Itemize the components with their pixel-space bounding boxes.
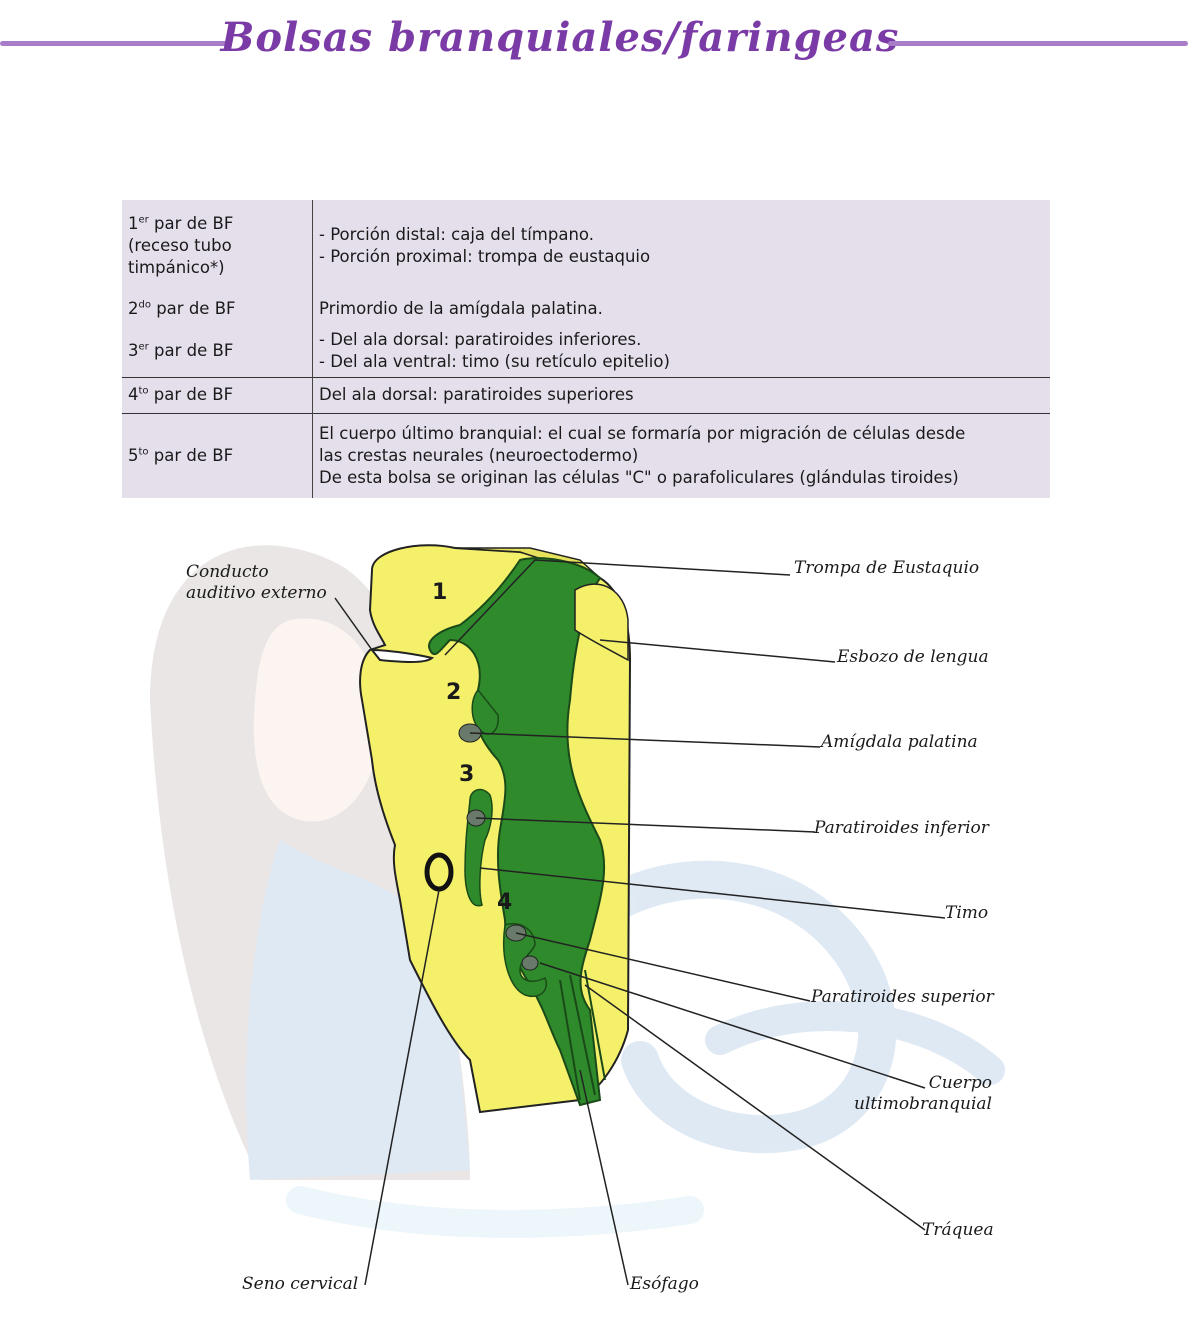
pair-cell: 5to par de BF	[122, 412, 313, 498]
label-seno-cervical: Seno cervical	[242, 1274, 359, 1294]
derivative-line: las crestas neurales (neuroectodermo)	[319, 445, 639, 465]
derivative-line: Primordio de la amígdala palatina.	[319, 298, 603, 318]
leader-esbozo	[599, 639, 836, 663]
derivative-line: - Del ala ventral: timo (su retículo epi…	[319, 351, 670, 371]
watermark-letter-shape	[601, 860, 897, 1154]
pouch-4-extension	[502, 923, 547, 997]
pouch-number-4: 4	[497, 890, 513, 915]
pair-text: par de BF	[148, 445, 234, 465]
pair-cell: 2do par de BF	[122, 293, 313, 325]
leader-esofago	[579, 1069, 629, 1286]
pair-label: 4to par de BF	[128, 384, 306, 406]
label-conducto-line-1: Conducto	[186, 562, 269, 582]
leader-timo	[479, 867, 946, 919]
pair-number: 2	[128, 298, 139, 318]
pouch-number-3: 3	[459, 762, 475, 787]
derivative-line: - Del ala dorsal: paratiroides inferiore…	[319, 329, 642, 349]
pouch-number-2: 2	[446, 680, 462, 705]
label-conducto-line-2: auditivo externo	[186, 583, 327, 603]
pair-note: timpánico*)	[128, 258, 225, 278]
leader-paratiroides-sup	[515, 932, 811, 1002]
label-trompa-de-eustaquio: Trompa de Eustaquio	[794, 558, 980, 578]
label-esbozo-de-lengua: Esbozo de lengua	[837, 647, 989, 667]
label-amigdala-palatina: Amígdala palatina	[821, 732, 978, 752]
label-paratiroides-superior: Paratiroides superior	[811, 987, 994, 1007]
watermark-wash-shape	[286, 1186, 704, 1238]
pair-note: (receso tubo	[128, 236, 232, 256]
title-rule-right	[888, 41, 1188, 46]
label-cuerpo-line-2: ultimobranquial	[854, 1094, 992, 1114]
leader-trompa	[444, 559, 791, 656]
table-row: 3er par de BF - Del ala dorsal: paratiroi…	[122, 324, 1050, 378]
pouch-number-1: 1	[432, 580, 448, 605]
pair-number: 4	[128, 385, 139, 405]
cervical-sinus	[424, 852, 454, 892]
derivative-line: - Porción proximal: trompa de eustaquio	[319, 247, 651, 267]
watermark-face-shape	[253, 618, 380, 822]
pair-label: 3er par de BF	[128, 340, 306, 362]
pair-text: par de BF	[148, 340, 234, 360]
derivative-cell: - Del ala dorsal: paratiroides inferiore…	[312, 324, 1050, 378]
pair-cell: 4to par de BF	[122, 376, 313, 414]
pair-ordinal-suffix: er	[138, 341, 149, 353]
derivative-line: El cuerpo último branquial: el cual se f…	[319, 423, 966, 443]
pair-number: 5	[128, 445, 139, 465]
table-row: 5to par de BF El cuerpo último branquial:…	[122, 412, 1050, 498]
label-esofago: Esófago	[630, 1274, 699, 1294]
leader-paratiroides-inf	[475, 817, 816, 833]
leader-cuerpo	[539, 962, 926, 1089]
pair-label: 5to par de BF	[128, 445, 306, 467]
pair-ordinal-suffix: er	[138, 214, 149, 226]
derivative-cell: El cuerpo último branquial: el cual se f…	[312, 412, 1050, 498]
leader-conducto	[334, 597, 373, 651]
derivative-line: De esta bolsa se originan las células "C…	[319, 467, 959, 487]
esophagus-folds	[559, 969, 606, 1101]
derivative-cell: - Porción distal: caja del tímpano.- Por…	[312, 200, 1050, 293]
leader-traquea	[584, 984, 926, 1231]
pair-text: par de BF	[148, 214, 234, 234]
pair-label: 1er par de BF	[128, 213, 306, 235]
page-title: Bolsas branquiales/faringeas	[220, 14, 900, 61]
label-traquea: Tráquea	[922, 1220, 994, 1240]
derivative-cell: Del ala dorsal: paratiroides superiores	[312, 376, 1050, 414]
label-conducto-auditivo-externo: Conducto auditivo externo	[186, 562, 327, 604]
pair-ordinal-suffix: do	[138, 299, 151, 311]
pair-text: par de BF	[148, 385, 234, 405]
pair-ordinal-suffix: to	[138, 385, 149, 397]
pair-number: 1	[128, 214, 139, 234]
title-rule-left	[0, 41, 230, 46]
derivative-cell: Primordio de la amígdala palatina.	[312, 292, 1050, 325]
pair-label: 2do par de BF	[128, 298, 306, 320]
watermark-letter-shape-2	[705, 1001, 1005, 1085]
table-row: 4to par de BF Del ala dorsal: paratiroide…	[122, 376, 1050, 414]
ear-canal	[369, 648, 435, 663]
ultimobranchial-spot	[521, 955, 539, 971]
leader-amigdala	[469, 732, 821, 748]
derivative-line: - Porción distal: caja del tímpano.	[319, 225, 594, 245]
pair-cell: 3er par de BF	[122, 325, 313, 377]
label-cuerpo-ultimobranquial: Cuerpo ultimobranquial	[846, 1073, 992, 1115]
label-cuerpo-line-1: Cuerpo	[928, 1073, 992, 1093]
pair-number: 3	[128, 340, 139, 360]
label-timo: Timo	[945, 903, 989, 923]
leader-seno	[364, 889, 440, 1286]
derivative-line: Del ala dorsal: paratiroides superiores	[319, 385, 634, 405]
pair-text: par de BF	[150, 298, 236, 318]
label-paratiroides-inferior: Paratiroides inferior	[814, 818, 989, 838]
table-row: 2do par de BF Primordio de la amígdala pa…	[122, 292, 1050, 325]
pair-ordinal-suffix: to	[138, 446, 149, 458]
